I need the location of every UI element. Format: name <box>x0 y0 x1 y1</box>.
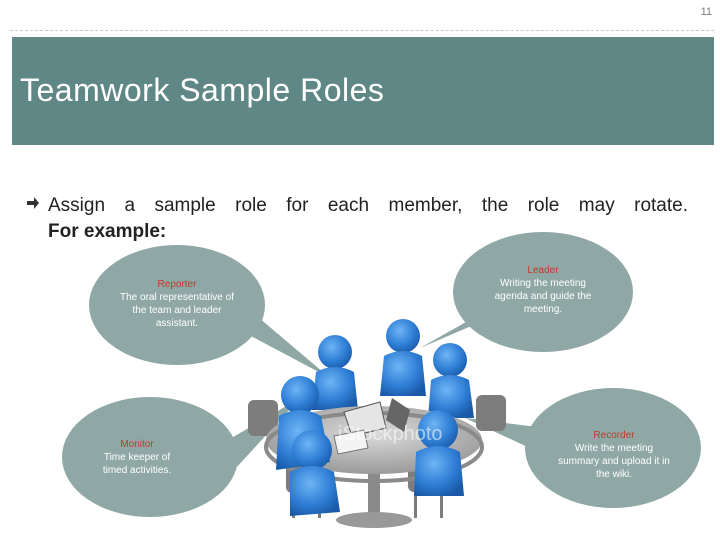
person-figure <box>380 319 426 396</box>
reporter-bubble-text: Reporter The oral representative of the … <box>112 278 242 330</box>
reporter-role-name: Reporter <box>157 279 197 290</box>
title-bar <box>12 37 714 145</box>
leader-bubble-text: Leader Writing the meeting agenda and gu… <box>487 264 599 316</box>
laptops <box>333 398 410 455</box>
slide-title: Teamwork Sample Roles <box>20 72 385 108</box>
recorder-role-desc: Write the meeting summary and upload it … <box>558 443 670 480</box>
recorder-role-name: Recorder <box>593 430 635 441</box>
bullet-text-line2: For example: <box>48 221 167 242</box>
person-figure <box>428 343 474 418</box>
bullet-text-line1: Assign a sample role for each member, th… <box>48 195 688 216</box>
monitor-bubble <box>62 397 238 517</box>
monitor-role-name: Monitor <box>120 439 154 450</box>
person-figure <box>312 335 358 410</box>
leader-role-name: Leader <box>527 265 559 276</box>
arrow-bullet-icon <box>27 197 39 209</box>
leader-role-desc: Writing the meeting agenda and guide the… <box>494 278 592 315</box>
leader-bubble <box>453 232 633 352</box>
person-figure <box>414 410 464 496</box>
page-number: 11 <box>700 6 712 18</box>
monitor-role-desc: Time keeper of timed activities. <box>102 452 172 476</box>
monitor-bubble-text: Monitor Time keeper of timed activities. <box>92 438 182 477</box>
top-divider <box>10 30 714 31</box>
reporter-role-desc: The oral representative of the team and … <box>120 292 234 329</box>
recorder-bubble-text: Recorder Write the meeting summary and u… <box>558 429 670 481</box>
reporter-bubble <box>89 245 265 365</box>
stock-watermark: iStockphoto <box>338 423 443 445</box>
person-figure <box>290 430 340 516</box>
recorder-bubble <box>525 388 701 508</box>
